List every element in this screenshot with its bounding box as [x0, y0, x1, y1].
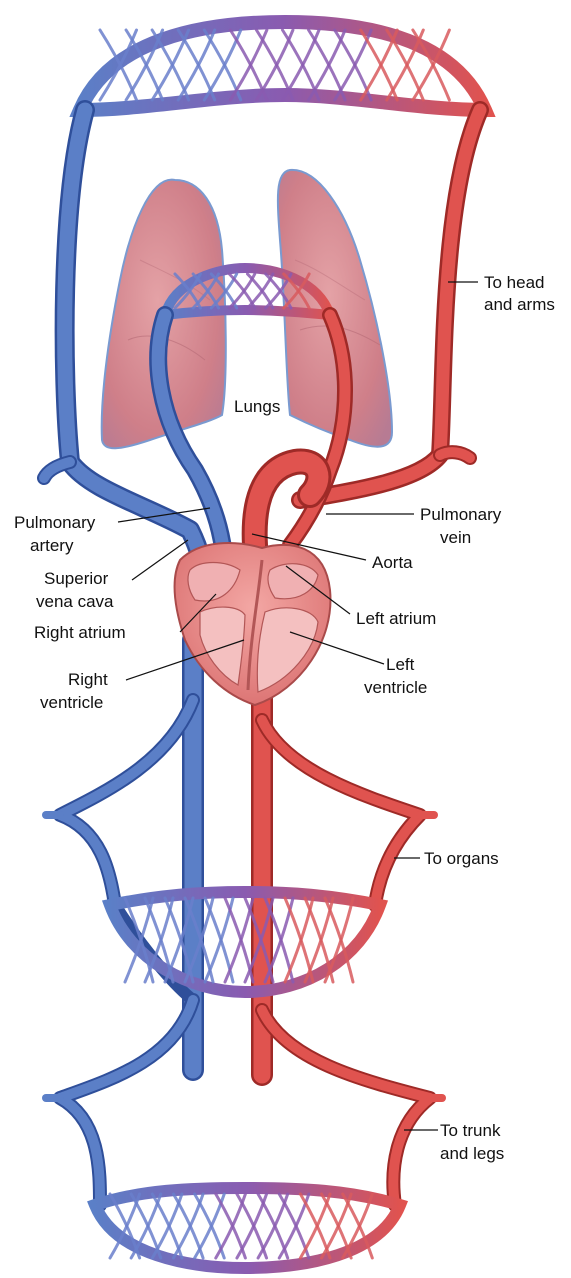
labels: Lungs To head and arms Pulmonary artery … — [14, 273, 555, 1163]
svg-text:vena cava: vena cava — [36, 592, 114, 611]
svg-text:Right: Right — [68, 670, 108, 689]
svg-text:ventricle: ventricle — [364, 678, 427, 697]
svg-text:Aorta: Aorta — [372, 553, 413, 572]
svg-text:and legs: and legs — [440, 1144, 504, 1163]
svg-text:To head: To head — [484, 273, 545, 292]
svg-text:artery: artery — [30, 536, 74, 555]
capillary-bed-organs — [110, 892, 380, 992]
label-pulmonary-vein: Pulmonary vein — [326, 505, 502, 547]
svg-text:Superior: Superior — [44, 569, 109, 588]
svg-text:To trunk: To trunk — [440, 1121, 501, 1140]
svg-text:and arms: and arms — [484, 295, 555, 314]
svg-text:Left atrium: Left atrium — [356, 609, 436, 628]
label-to-head-and-arms: To head and arms — [448, 273, 555, 314]
label-lungs: Lungs — [234, 397, 280, 416]
label-to-trunk-and-legs: To trunk and legs — [404, 1121, 504, 1163]
svg-text:Pulmonary: Pulmonary — [420, 505, 502, 524]
svg-text:ventricle: ventricle — [40, 693, 103, 712]
svg-text:Right atrium: Right atrium — [34, 623, 126, 642]
capillary-bed-head-arms — [80, 22, 485, 110]
svg-text:vein: vein — [440, 528, 471, 547]
svg-text:Pulmonary: Pulmonary — [14, 513, 96, 532]
svg-text:Left: Left — [386, 655, 415, 674]
svg-text:To organs: To organs — [424, 849, 499, 868]
label-to-organs: To organs — [394, 849, 499, 868]
capillary-bed-trunk-legs — [95, 1188, 400, 1268]
